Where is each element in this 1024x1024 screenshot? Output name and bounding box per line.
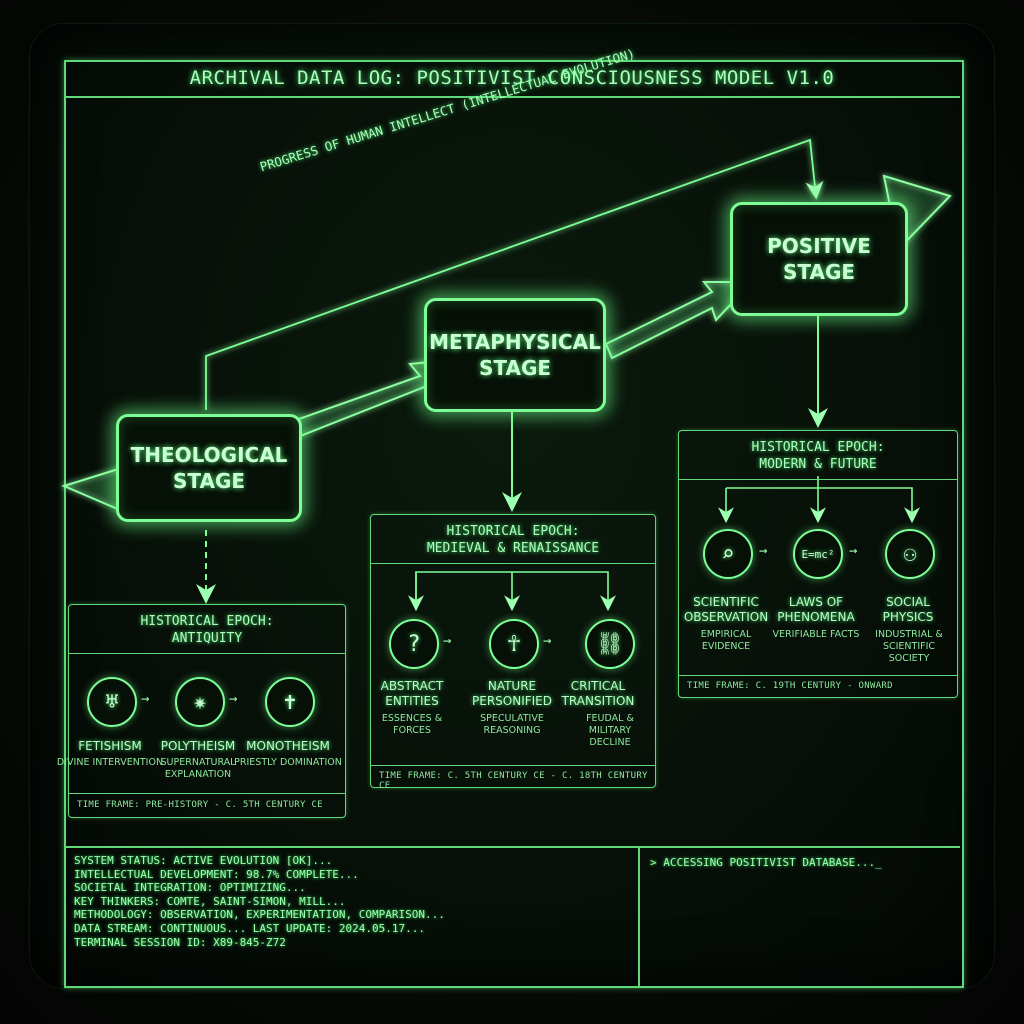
epoch-panel-modern: HISTORICAL EPOCH: MODERN & FUTURE ⌕ → E=… bbox=[678, 430, 958, 698]
page-title: ARCHIVAL DATA LOG: POSITIVIST CONSCIOUSN… bbox=[189, 67, 835, 89]
console-line: SOCIETAL INTEGRATION: OPTIMIZING... bbox=[74, 881, 306, 895]
network-icon: ⚇ bbox=[885, 529, 935, 579]
item-label: SOCIAL PHYSICS bbox=[882, 595, 934, 624]
stars-icon: ✷ bbox=[175, 677, 225, 727]
console-line: TERMINAL SESSION ID: X89-845-Z72 bbox=[74, 935, 286, 949]
broken-chain-icon: ⛓ bbox=[585, 619, 635, 669]
epoch-heading: HISTORICAL EPOCH: bbox=[140, 614, 274, 629]
formula-icon: E=mc² bbox=[793, 529, 843, 579]
item-sub: VERIFIABLE FACTS bbox=[772, 629, 860, 640]
time-frame: TIME FRAME: C. 19TH CENTURY - ONWARD bbox=[687, 681, 893, 691]
console-line: METHODOLOGY: OBSERVATION, EXPERIMENTATIO… bbox=[74, 908, 445, 922]
arrow-right-icon: → bbox=[759, 543, 768, 559]
item-label: CRITICAL TRANSITION bbox=[561, 679, 635, 708]
item-label: FETISHISM bbox=[78, 739, 142, 753]
epoch-panel-medieval: HISTORICAL EPOCH: MEDIEVAL & RENAISSANCE… bbox=[370, 514, 656, 791]
arrow-right-icon: → bbox=[141, 691, 150, 707]
time-frame: TIME FRAME: PRE-HISTORY - C. 5TH CENTURY… bbox=[77, 800, 323, 810]
item-sub: PRIESTLY DOMINATION bbox=[234, 757, 342, 768]
main-frame bbox=[64, 60, 964, 988]
item-sub: FEUDAL & MILITARY DECLINE bbox=[586, 713, 634, 748]
epoch-heading: HISTORICAL EPOCH: bbox=[751, 440, 885, 455]
console-line: SYSTEM STATUS: ACTIVE EVOLUTION [OK]... bbox=[74, 854, 333, 867]
question-orb-icon: ? bbox=[389, 619, 439, 669]
meditating-figure-icon: ☥ bbox=[489, 619, 539, 669]
time-frame: TIME FRAME: C. 5TH CENTURY CE - C. 18TH … bbox=[379, 771, 648, 791]
arrow-right-icon: → bbox=[443, 633, 452, 649]
arrow-right-icon: → bbox=[229, 691, 238, 707]
console-line: DATA STREAM: CONTINUOUS... LAST UPDATE: … bbox=[74, 921, 425, 935]
console-line: INTELLECTUAL DEVELOPMENT: 98.7% COMPLETE… bbox=[74, 867, 359, 881]
stage-theological[interactable]: THEOLOGICAL STAGE bbox=[116, 414, 302, 522]
epoch-heading: HISTORICAL EPOCH: bbox=[446, 524, 580, 539]
item-label: MONOTHEISM bbox=[246, 739, 330, 753]
item-sub: ESSENCES & FORCES bbox=[381, 713, 443, 736]
item-label: ABSTRACT ENTITIES bbox=[380, 679, 444, 708]
magnifier-icon: ⌕ bbox=[703, 529, 753, 579]
item-label: SCIENTIFIC OBSERVATION bbox=[683, 595, 769, 624]
epoch-name: MODERN & FUTURE bbox=[759, 457, 877, 472]
arrow-right-icon: → bbox=[543, 633, 552, 649]
console-line: KEY THINKERS: COMTE, SAINT-SIMON, MILL..… bbox=[74, 894, 346, 908]
console-log: SYSTEM STATUS: ACTIVE EVOLUTION [OK]...I… bbox=[74, 854, 634, 949]
item-sub: SPECULATIVE REASONING bbox=[480, 713, 544, 736]
title-bar: ARCHIVAL DATA LOG: POSITIVIST CONSCIOUSN… bbox=[64, 60, 960, 98]
terminal-prompt[interactable]: > ACCESSING POSITIVIST DATABASE..._ bbox=[650, 856, 882, 869]
epoch-name: ANTIQUITY bbox=[171, 631, 243, 646]
stage-metaphysical[interactable]: METAPHYSICAL STAGE bbox=[424, 298, 606, 412]
totem-icon: ♅ bbox=[87, 677, 137, 727]
status-console: SYSTEM STATUS: ACTIVE EVOLUTION [OK]...I… bbox=[64, 846, 960, 986]
stage-positive[interactable]: POSITIVE STAGE bbox=[730, 202, 908, 316]
item-sub: DIVINE INTERVENTION bbox=[56, 757, 164, 768]
item-sub: SUPERNATURAL EXPLANATION bbox=[160, 757, 236, 780]
item-sub: EMPIRICAL EVIDENCE bbox=[700, 629, 752, 652]
cross-icon: ✝ bbox=[265, 677, 315, 727]
item-sub: INDUSTRIAL & SCIENTIFIC SOCIETY bbox=[875, 629, 943, 664]
epoch-name: MEDIEVAL & RENAISSANCE bbox=[426, 541, 600, 556]
arrow-right-icon: → bbox=[849, 543, 858, 559]
item-label: LAWS OF PHENOMENA bbox=[777, 595, 855, 624]
item-label: NATURE PERSONIFIED bbox=[472, 679, 552, 708]
epoch-panel-antiquity: HISTORICAL EPOCH: ANTIQUITY ♅ → ✷ → ✝ FE… bbox=[57, 604, 346, 818]
progress-line bbox=[205, 138, 824, 410]
console-divider bbox=[638, 848, 640, 986]
item-label: POLYTHEISM bbox=[160, 739, 236, 753]
